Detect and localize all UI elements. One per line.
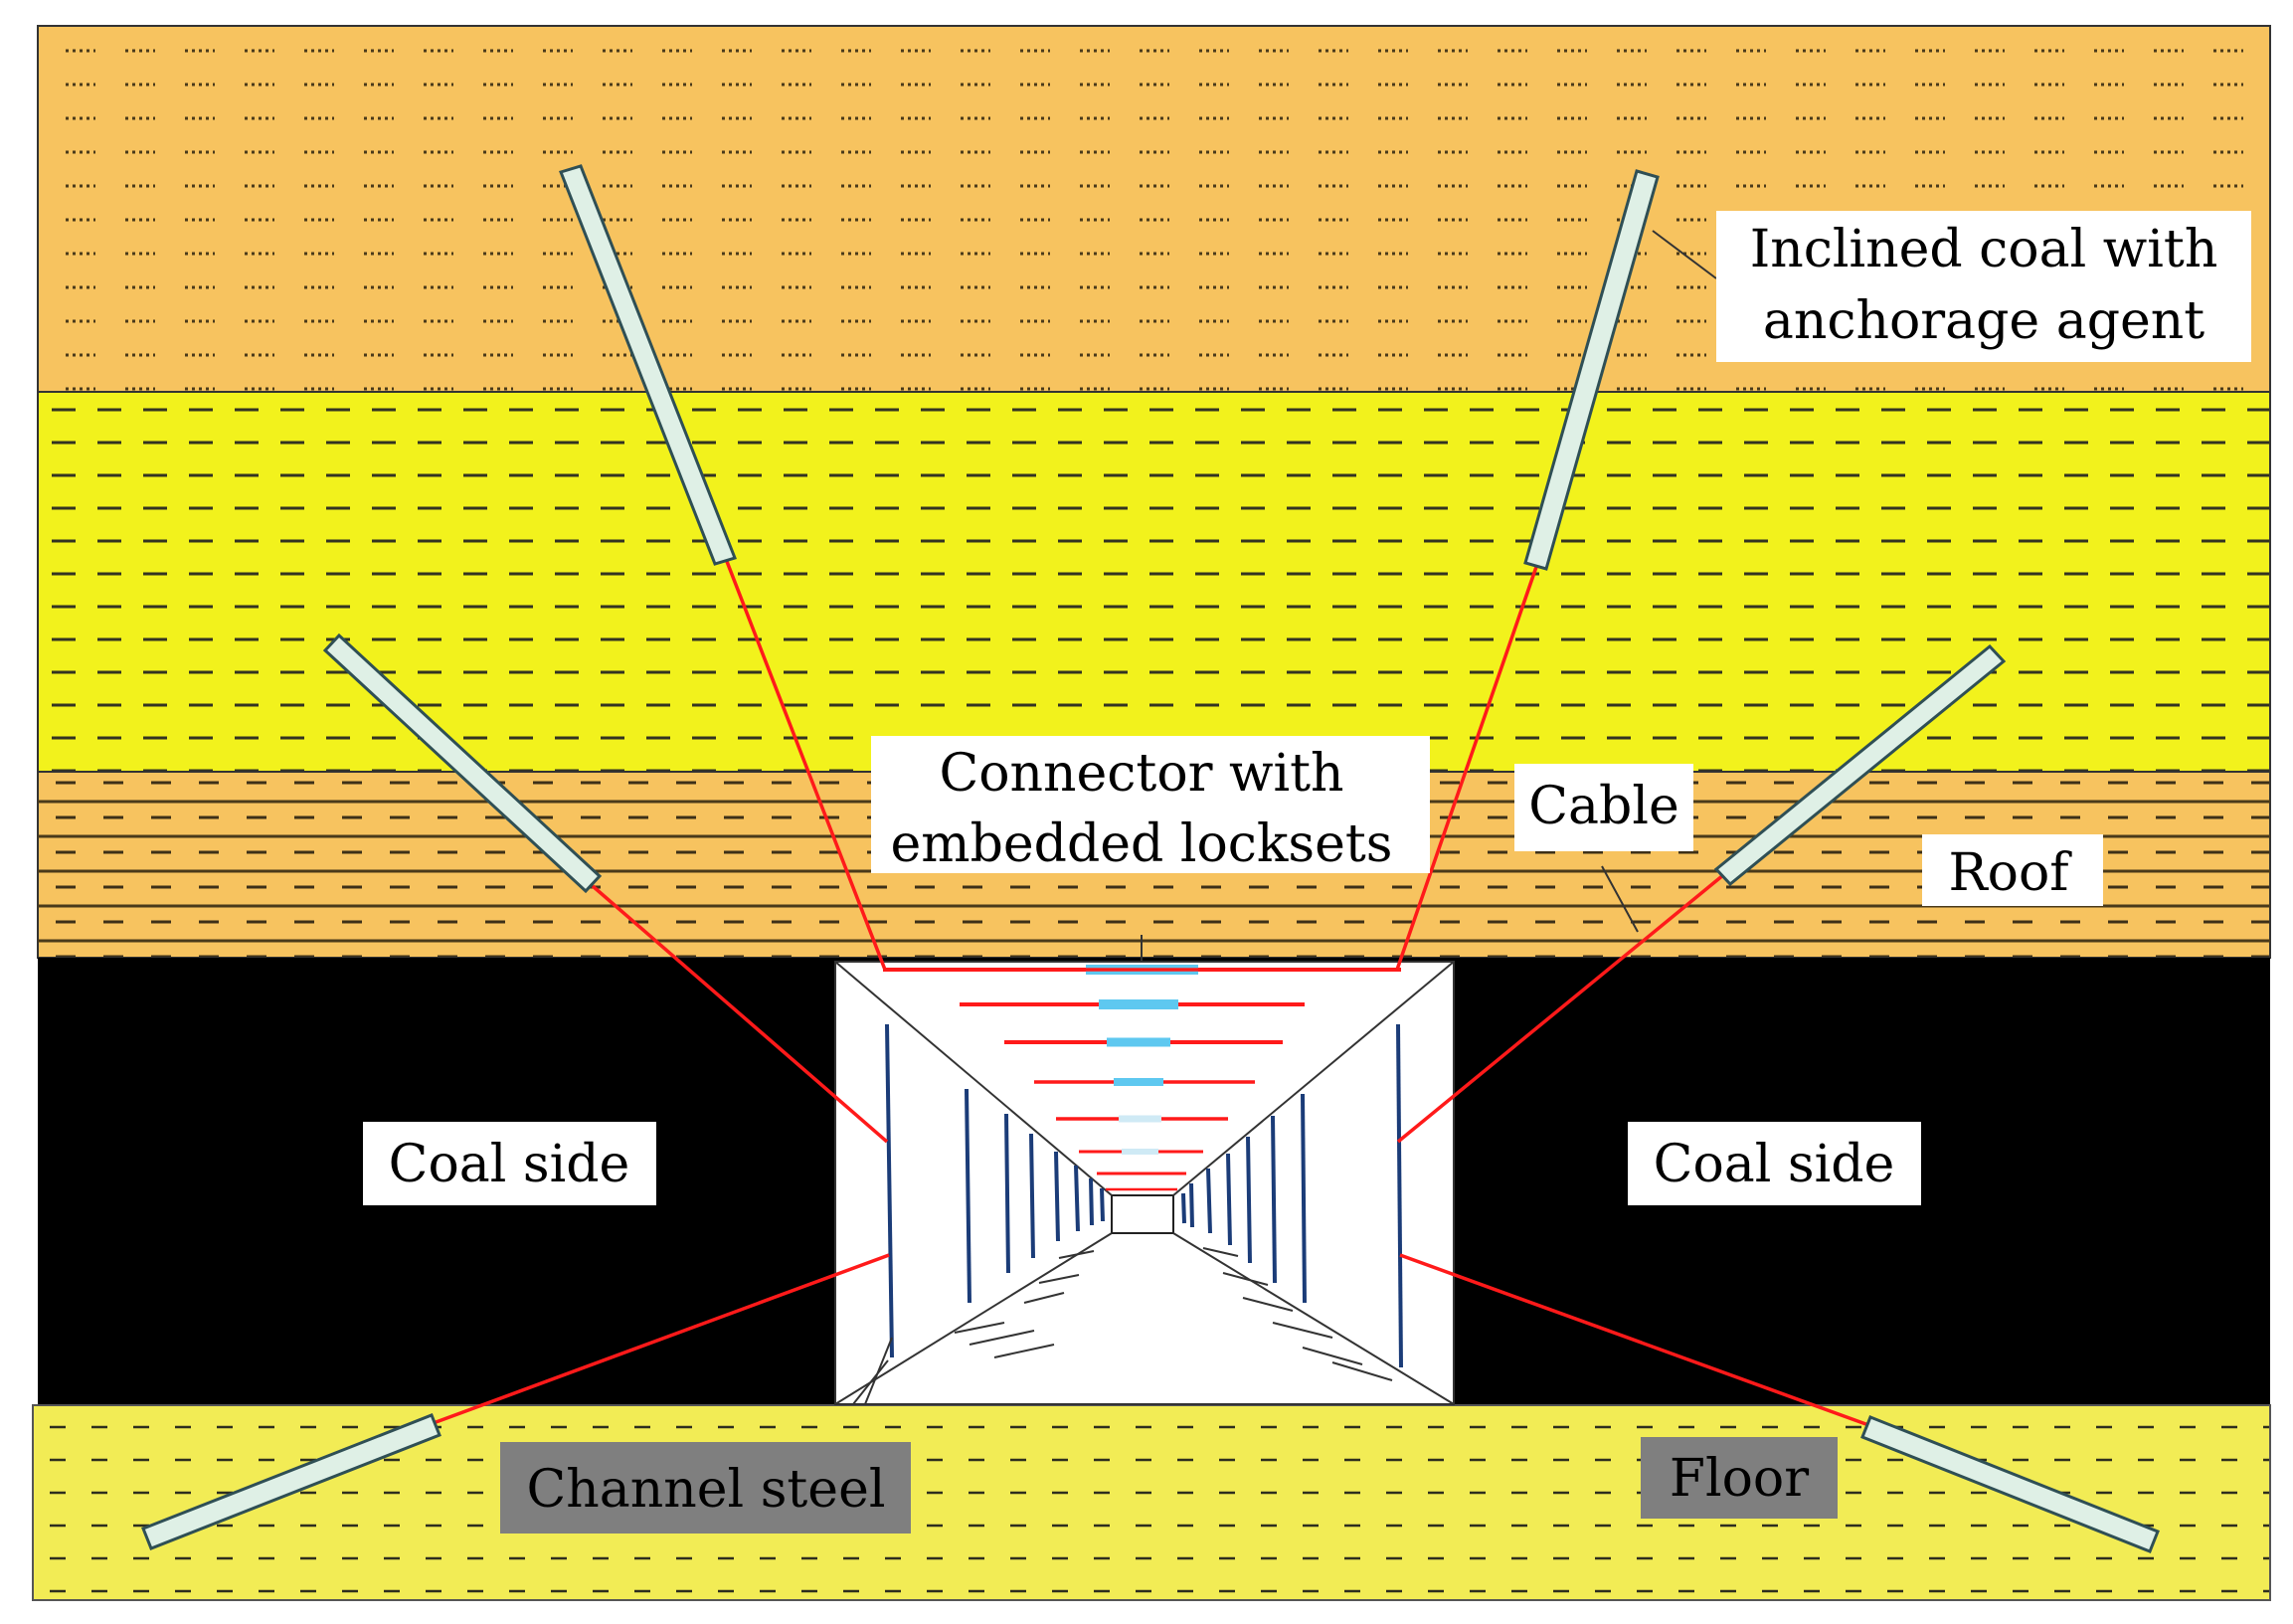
floor-stratum: [32, 1404, 2271, 1601]
coal-side-right-label: Coal side: [1654, 1135, 1895, 1194]
connector-label-line1: Connector with: [939, 744, 1343, 804]
inclined-coal-label-box: [1716, 211, 2251, 362]
channel-steel-sets: [885, 1023, 1403, 1368]
cable-upper-left: [724, 558, 1538, 972]
cable-left-floor: [430, 1253, 890, 1426]
cable-label: Cable: [1528, 777, 1678, 836]
anchor-bolts: [141, 164, 2160, 1553]
connector-label-line2: embedded locksets: [891, 814, 1393, 874]
anchor-bolt-floor-right: [1860, 1415, 2160, 1553]
coal-side-left-label-box: [363, 1122, 656, 1205]
roadway-opening: [834, 961, 1455, 1405]
floor-label-box: [1641, 1437, 1838, 1519]
cable-label-box: [1514, 764, 1693, 851]
connector-label-box: [871, 736, 1430, 873]
anchor-bolt-roof-left-short: [322, 632, 603, 894]
channel-steel-label: Channel steel: [527, 1460, 886, 1520]
floor-label: Floor: [1670, 1449, 1809, 1509]
cables: [430, 558, 1872, 1428]
anchor-bolt-floor-left: [141, 1413, 441, 1550]
anchor-bolt-roof-left-long: [559, 164, 737, 566]
roadway: [834, 961, 1455, 1405]
roadway-vanishing-face: [1111, 1194, 1174, 1234]
cable-lower-left-roof: [591, 884, 889, 1144]
coal-side-right-label-box: [1628, 1122, 1921, 1205]
roof-label-box: [1922, 834, 2103, 906]
roadway-floor-hatching: [954, 1247, 1393, 1381]
roof-label: Roof: [1948, 843, 2072, 903]
cable-right-floor: [1399, 1253, 1872, 1428]
channel-steel-label-box: [500, 1442, 911, 1534]
anchor-bolt-roof-right-short: [1713, 643, 2007, 887]
inclined-coal-label-line1: Inclined coal with: [1750, 220, 2218, 279]
inclined-coal-label-line2: anchorage agent: [1763, 291, 2205, 351]
leader-lines: [852, 230, 1717, 1405]
cable-lower-right-roof: [1396, 873, 1725, 1144]
anchor-bolt-roof-right-long: [1523, 169, 1660, 571]
coal-side-left-label: Coal side: [389, 1135, 630, 1194]
